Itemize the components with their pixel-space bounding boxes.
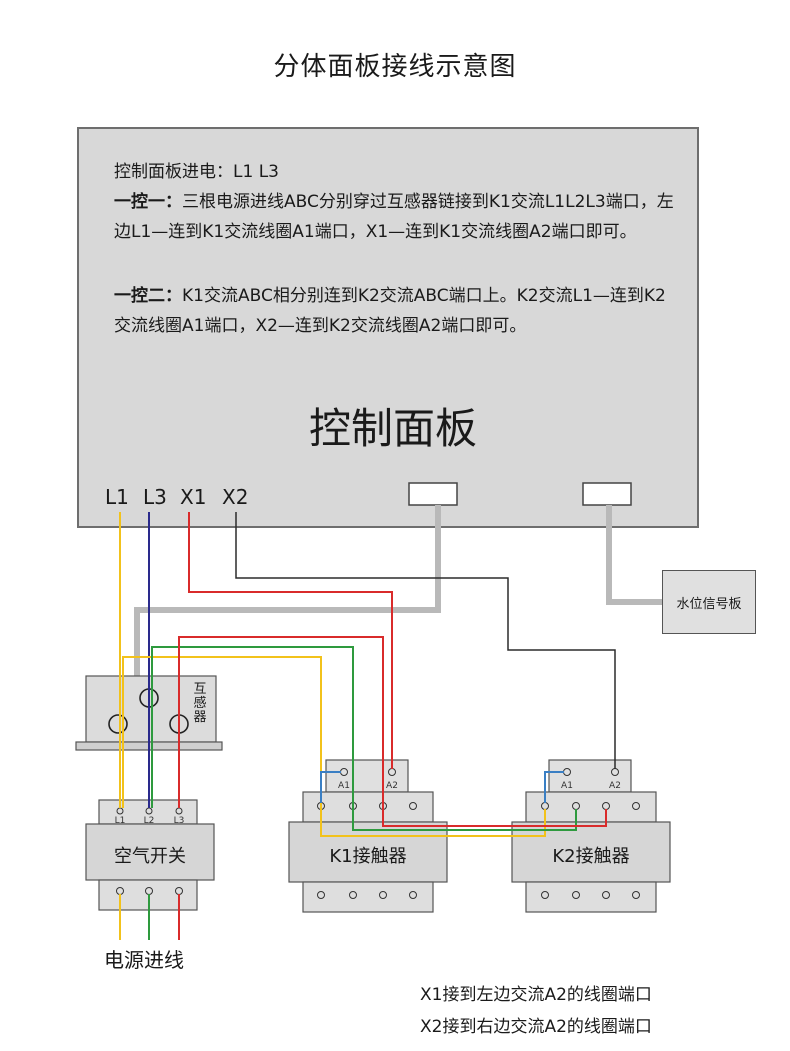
wire-x2-black (235, 512, 616, 769)
diagram-title: 分体面板接线示意图 (273, 52, 517, 82)
transformer-signal-cable (134, 505, 441, 676)
note-x1: X1接到左边交流A2的线圈端口 (420, 985, 652, 1005)
transformer-label: 互感器 (193, 682, 207, 725)
terminal-l1-label: L1 (105, 485, 129, 509)
one-control-two-heading: 一控二： (114, 286, 182, 306)
air-switch (85, 823, 215, 881)
terminal-x1-label: X1 (180, 485, 207, 509)
k2-coil-a1: A1 (561, 781, 573, 791)
panel-big-label: 控制面板 (308, 404, 477, 453)
panel-connector-left (408, 482, 458, 506)
one-control-one-heading: 一控一： (114, 192, 182, 212)
one-control-one-paragraph: 一控一：三根电源进线ABC分别穿过互感器链接到K1交流L1L2L3端口，左边L1… (114, 187, 674, 247)
ct-hole-a (108, 714, 128, 734)
control-panel: 控制面板进电：L1 L3 一控一：三根电源进线ABC分别穿过互感器链接到K1交流… (77, 127, 699, 528)
panel-power-intro: 控制面板进电：L1 L3 (114, 162, 279, 182)
water-board-cable (606, 505, 662, 605)
k1-contactor (288, 821, 448, 883)
wire-phase-a-yellow (122, 656, 546, 837)
k2-contactor-label: K2接触器 (552, 846, 630, 867)
k2-coil-jumper (544, 771, 564, 803)
k2-top-terminals (525, 791, 657, 823)
wire-x1-red (188, 512, 393, 769)
one-control-two-text: K1交流ABC相分别连到K2交流ABC端口上。K2交流L1—连到K2交流线圈A1… (114, 286, 666, 336)
air-switch-label: 空气开关 (114, 846, 186, 867)
breaker-terminal-l1: L1 (115, 816, 126, 826)
k1-contactor-label: K1接触器 (329, 846, 407, 867)
power-input-label: 电源进线 (104, 948, 184, 972)
one-control-one-text: 三根电源进线ABC分别穿过互感器链接到K1交流L1L2L3端口，左边L1—连到K… (114, 192, 674, 242)
k2-bottom-terminals (525, 881, 657, 913)
breaker-terminal-l2: L2 (144, 816, 155, 826)
panel-connector-right (582, 482, 632, 506)
k1-coil-a2: A2 (386, 781, 398, 791)
k1-top-terminals (302, 791, 434, 823)
k2-contactor (511, 821, 671, 883)
k1-coil-a1: A1 (338, 781, 350, 791)
one-control-two-paragraph: 一控二：K1交流ABC相分别连到K2交流ABC端口上。K2交流L1—连到K2交流… (114, 281, 674, 341)
k1-coil-block (325, 759, 409, 793)
k1-bottom-terminals (302, 881, 434, 913)
terminal-l3-label: L3 (143, 485, 167, 509)
note-x2: X2接到右边交流A2的线圈端口 (420, 1017, 652, 1037)
terminal-x2-label: X2 (222, 485, 249, 509)
wire-phase-c-red (178, 636, 607, 827)
k1-coil-jumper (320, 771, 341, 803)
k2-coil-a2: A2 (609, 781, 621, 791)
k2-coil-block (548, 759, 632, 793)
breaker-terminal-l3: L3 (174, 816, 185, 826)
water-level-signal-board: 水位信号板 (662, 570, 756, 634)
